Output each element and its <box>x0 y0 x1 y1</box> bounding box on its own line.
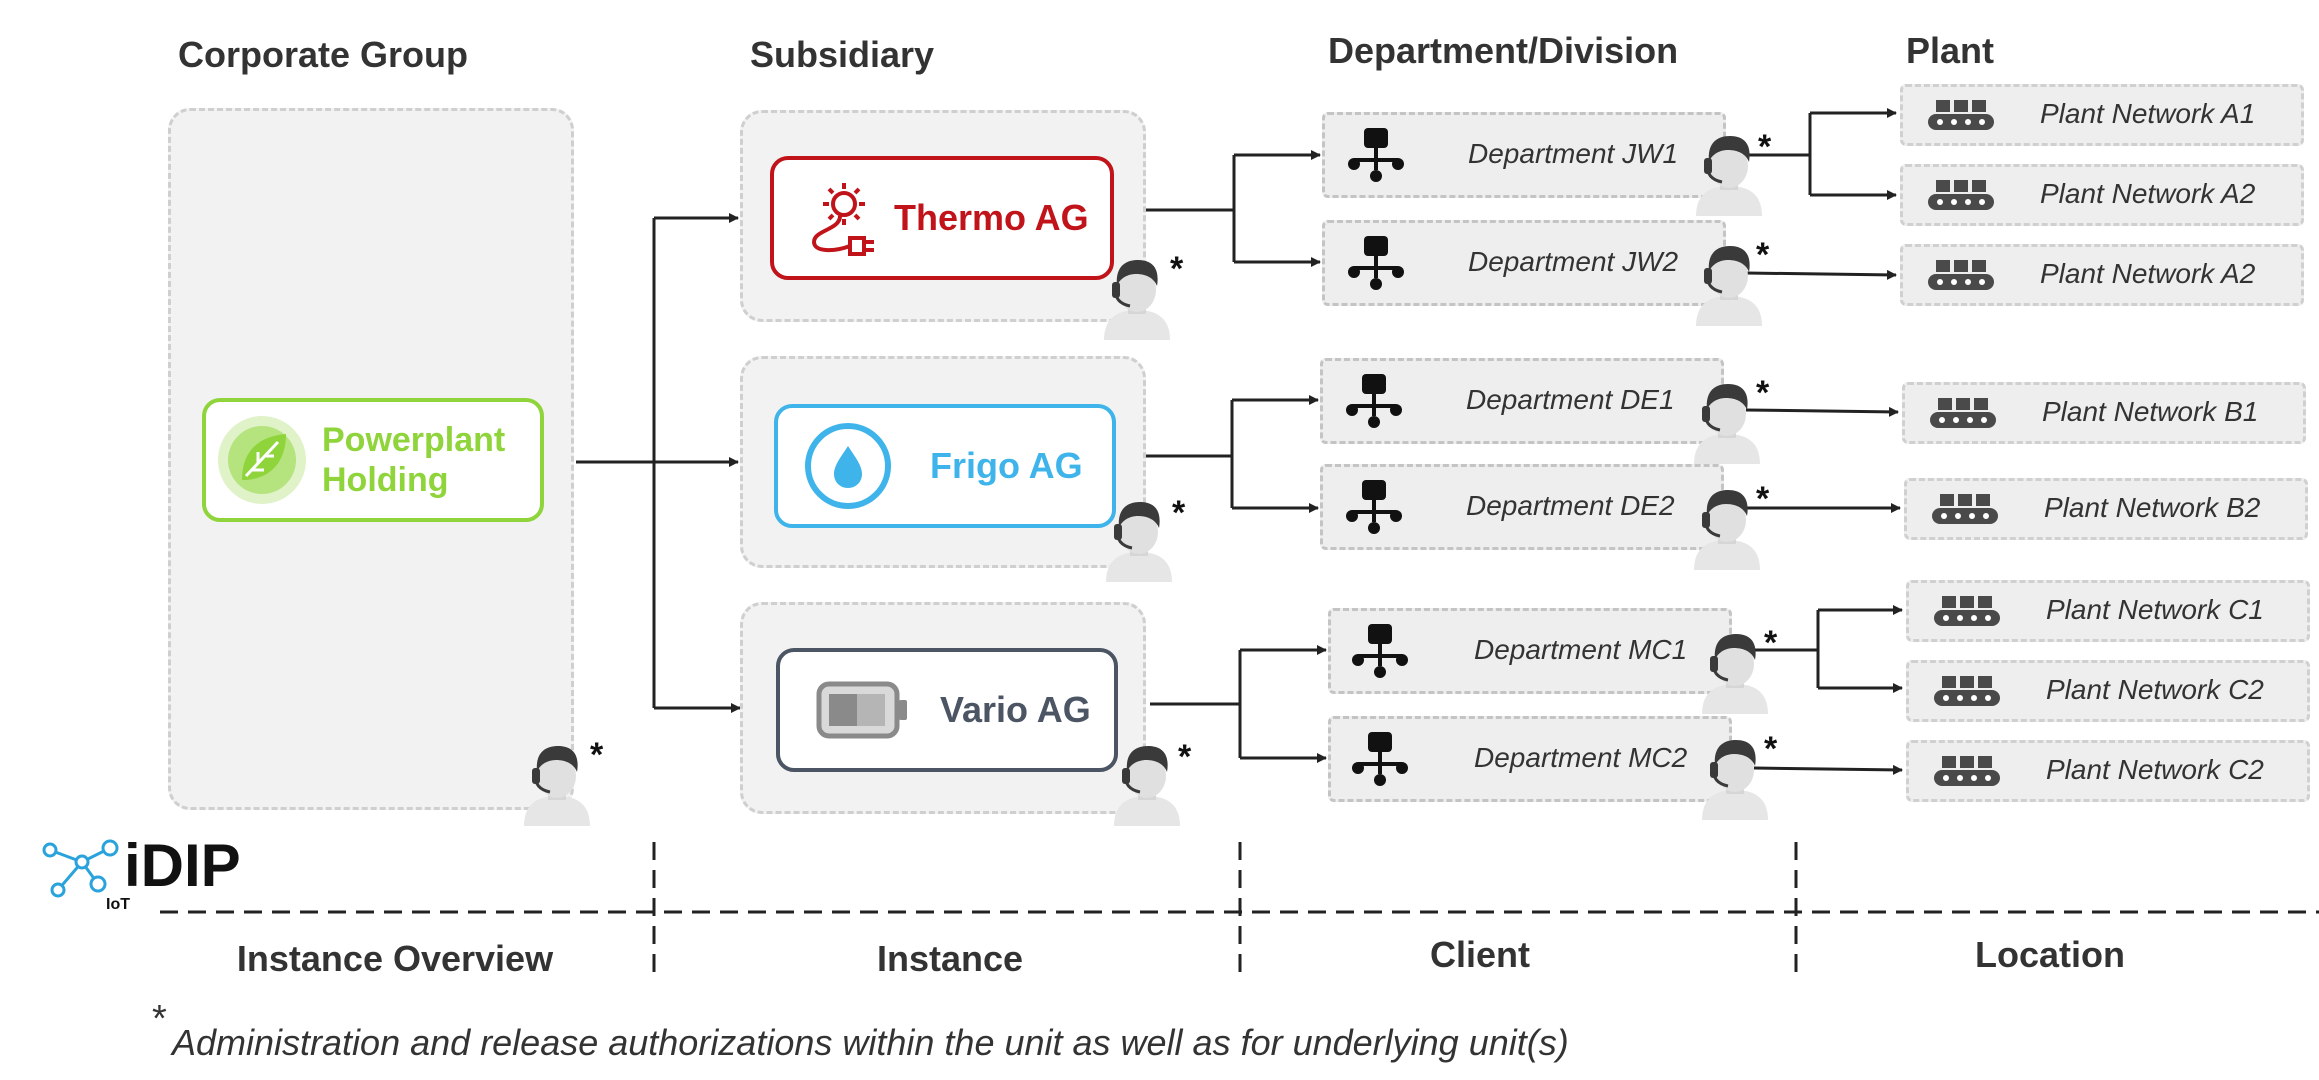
department-label: Department JW2 <box>1468 246 1679 277</box>
plant-label: Plant Network B1 <box>2042 396 2259 427</box>
subsidiary-name-thermo: Thermo AG <box>894 197 1089 238</box>
footnote-text: Administration and release authorization… <box>172 1022 1569 1063</box>
logo-subtext: IoT <box>106 896 130 913</box>
admin-avatar-department <box>1692 240 1766 326</box>
admin-avatar-department <box>1698 628 1772 714</box>
admin-avatar-frigo <box>1102 496 1176 582</box>
org-hierarchy-icon <box>1346 372 1402 430</box>
admin-star: * <box>1756 374 1770 412</box>
conveyor-icon <box>1926 258 1996 292</box>
footer-instance: Instance <box>876 938 1024 979</box>
subsidiary-name-frigo: Frigo AG <box>930 445 1083 486</box>
org-hierarchy-icon <box>1346 478 1402 536</box>
person-icon <box>1106 502 1172 582</box>
header-corporate-group: Corporate Group <box>178 34 469 75</box>
admin-star: * <box>1172 494 1186 532</box>
department-box <box>1320 464 1724 550</box>
plant-label: Plant Network A2 <box>2040 258 2256 289</box>
plant-label: Plant Network C1 <box>2046 594 2264 625</box>
plant-label: Plant Network A2 <box>2040 178 2256 209</box>
logo-text: iDIP <box>124 832 241 899</box>
org-hierarchy-icon <box>1348 126 1404 184</box>
admin-avatar-corporate <box>520 740 594 826</box>
header-department: Department/Division <box>1328 30 1679 71</box>
admin-star: * <box>1756 480 1770 518</box>
conveyor-icon <box>1932 674 2002 708</box>
battery-icon <box>816 678 908 742</box>
leaf-icon <box>216 414 308 506</box>
plant-label: Plant Network C2 <box>2046 674 2264 705</box>
admin-avatar-vario <box>1110 740 1184 826</box>
conveyor-icon <box>1932 754 2002 788</box>
admin-star: * <box>1170 250 1184 288</box>
admin-star: * <box>1758 128 1772 166</box>
admin-star: * <box>1764 624 1778 662</box>
plant-label: Plant Network C2 <box>2046 754 2264 785</box>
person-icon <box>1702 634 1768 714</box>
corporate-name-line1: Powerplant <box>322 421 506 459</box>
person-icon <box>524 746 590 826</box>
corporate-card: Powerplant Holding <box>202 398 544 522</box>
thermo-sun-plug-icon <box>804 178 878 258</box>
admin-avatar-department <box>1690 484 1764 570</box>
person-icon <box>1114 746 1180 826</box>
footnote-mark: * <box>152 998 167 1040</box>
header-plant: Plant <box>1906 30 1995 71</box>
admin-star: * <box>590 736 604 774</box>
footer-instance-overview: Instance Overview <box>236 938 554 979</box>
conveyor-icon <box>1926 98 1996 132</box>
plant-box <box>1900 244 2304 306</box>
plant-label: Plant Network B2 <box>2044 492 2261 523</box>
department-label: Department DE1 <box>1466 384 1675 415</box>
conveyor-icon <box>1930 492 2000 526</box>
water-drop-icon <box>802 420 894 512</box>
person-icon <box>1694 490 1760 570</box>
org-hierarchy-icon <box>1352 730 1408 788</box>
network-nodes-icon <box>42 839 119 898</box>
plant-label: Plant Network A1 <box>2040 98 2256 129</box>
admin-avatar-department <box>1690 378 1764 464</box>
footer-location: Location <box>1975 934 2125 975</box>
department-box <box>1320 358 1724 444</box>
admin-star: * <box>1764 730 1778 768</box>
subsidiary-card-frigo: Frigo AG <box>774 404 1116 528</box>
person-icon <box>1694 384 1760 464</box>
admin-star: * <box>1756 236 1770 274</box>
subsidiary-card-thermo: Thermo AG <box>770 156 1114 280</box>
department-label: Department DE2 <box>1466 490 1675 521</box>
admin-avatar-thermo <box>1100 254 1174 340</box>
admin-star: * <box>1178 738 1192 776</box>
plant-box <box>1904 478 2308 540</box>
corporate-name-line2: Holding <box>322 461 449 499</box>
person-icon <box>1696 246 1762 326</box>
admin-avatar-department <box>1692 130 1766 216</box>
idip-logo: iDIP IoT <box>40 826 250 918</box>
footer-client: Client <box>1429 934 1530 975</box>
conveyor-icon <box>1928 396 1998 430</box>
department-box <box>1322 220 1726 306</box>
subsidiary-card-vario: Vario AG <box>776 648 1118 772</box>
department-label: Department MC2 <box>1474 742 1688 773</box>
person-icon <box>1702 740 1768 820</box>
conveyor-icon <box>1932 594 2002 628</box>
department-box <box>1322 112 1726 198</box>
department-label: Department MC1 <box>1474 634 1688 665</box>
org-hierarchy-icon <box>1348 234 1404 292</box>
department-box <box>1328 608 1732 694</box>
org-hierarchy-icon <box>1352 622 1408 680</box>
department-label: Department JW1 <box>1468 138 1679 169</box>
person-icon <box>1696 136 1762 216</box>
subsidiary-name-vario: Vario AG <box>940 689 1091 730</box>
conveyor-icon <box>1926 178 1996 212</box>
admin-avatar-department <box>1698 734 1772 820</box>
header-subsidiary: Subsidiary <box>750 34 935 75</box>
person-icon <box>1104 260 1170 340</box>
